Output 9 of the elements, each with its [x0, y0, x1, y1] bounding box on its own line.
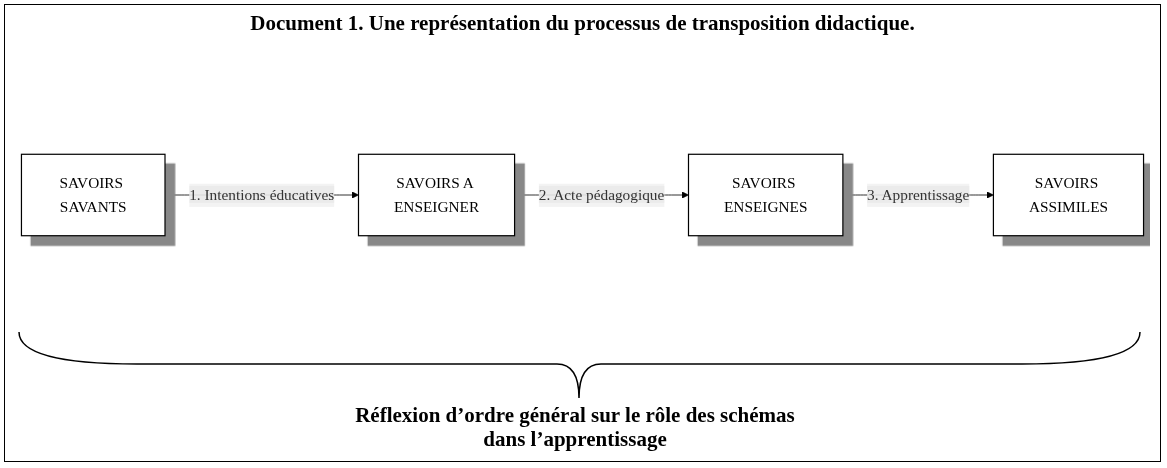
edge-label: 2. Acte pédagogique [538, 185, 665, 203]
node-box: SAVOIRS A ENSEIGNER [357, 153, 516, 237]
caption: Réflexion d’ordre général sur le rôle des schémas dans l’apprentissage [354, 403, 796, 451]
node-box: SAVOIRS SAVANTS [20, 153, 166, 237]
edge-label: 1. Intentions éducatives [189, 185, 335, 203]
node-box: SAVOIRS ENSEIGNES [687, 153, 844, 237]
node-box: SAVOIRS ASSIMILES [992, 153, 1145, 237]
edge-label: 3. Apprentissage [867, 185, 970, 203]
diagram-title: Document 1. Une représentation du processus de transposition didactique. [249, 11, 916, 36]
